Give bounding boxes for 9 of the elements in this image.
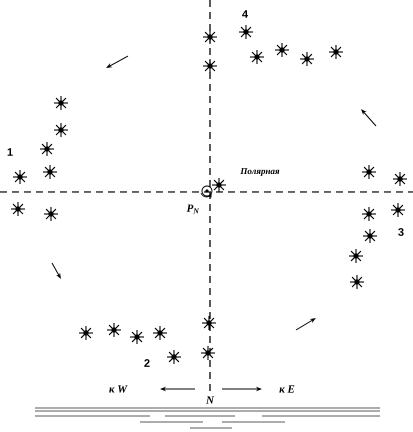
- group-number: 2: [144, 359, 150, 367]
- label-text: к E: [279, 385, 294, 393]
- label-text: N: [206, 396, 214, 404]
- label-text: к W: [109, 385, 128, 393]
- group-number: 3: [398, 228, 404, 236]
- label-text: Полярная: [240, 168, 280, 176]
- group-number: 4: [242, 10, 248, 18]
- group-number: 1: [8, 148, 13, 156]
- label-text: P$_{N}$: [186, 204, 200, 214]
